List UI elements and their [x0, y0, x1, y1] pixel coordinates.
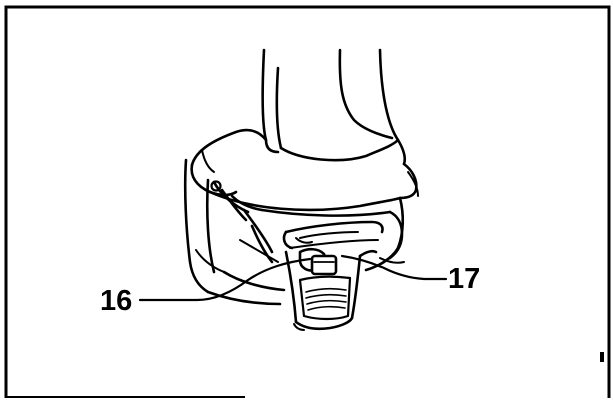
housing-bottom-left	[206, 224, 286, 306]
leader-line-17	[340, 254, 448, 281]
callout-label-17: 17	[448, 263, 480, 295]
callout-16: 16	[100, 257, 312, 317]
callout-label-16: 16	[100, 285, 132, 317]
callout-17: 17	[340, 254, 480, 295]
drill-handle	[261, 48, 407, 166]
frame-mark	[600, 352, 604, 362]
figure-frame	[4, 5, 611, 398]
leader-line-16	[138, 257, 312, 302]
battery-latch-area	[230, 194, 404, 260]
release-button	[298, 247, 338, 276]
housing-right-side	[364, 196, 405, 272]
drill-illustration	[183, 48, 419, 331]
battery-cartridge	[284, 249, 378, 331]
